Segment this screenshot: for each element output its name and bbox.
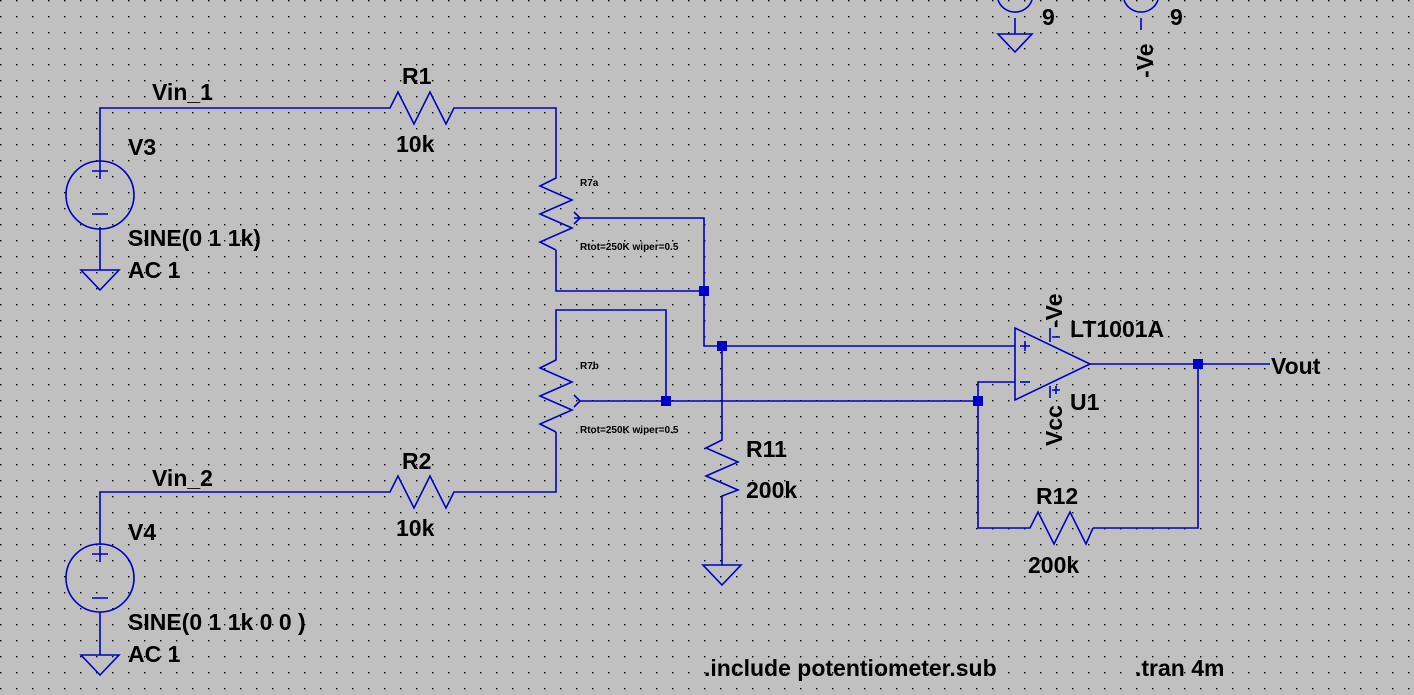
opamp-name: U1	[1070, 389, 1100, 415]
v3-value: SINE(0 1 1k)	[128, 225, 261, 251]
resistor-r11[interactable]: R11 200k	[704, 432, 797, 503]
r12-name: R12	[1036, 483, 1078, 509]
resistor-r1[interactable]: R1 10k	[382, 63, 462, 157]
junctions	[661, 286, 1203, 406]
r11-name: R11	[746, 436, 787, 462]
supply-vcc-fragment[interactable]: 9	[996, 0, 1055, 54]
v3-ac: AC 1	[128, 257, 181, 283]
ground-v3	[79, 269, 121, 292]
supply-ve-value: 9	[1170, 4, 1183, 30]
r7a-params: Rtot=250K wiper=0.5	[580, 242, 679, 253]
wires	[99, 107, 1270, 655]
v4-name: V4	[128, 519, 156, 545]
r12-value: 200k	[1028, 552, 1079, 578]
opamp-vcc-label: Vcc	[1041, 405, 1067, 446]
r7b-params: Rtot=250K wiper=0.5	[580, 425, 679, 436]
net-label-vout: Vout	[1271, 353, 1321, 379]
opamp-model: LT1001A	[1070, 316, 1164, 342]
net-label-vin2: Vin_2	[152, 465, 213, 491]
r7a-name: R7a	[580, 178, 599, 189]
v4-ac: AC 1	[128, 641, 181, 667]
ground-r11	[701, 564, 743, 587]
r1-value: 10k	[396, 131, 435, 157]
ground-v4	[79, 654, 121, 677]
directive-include[interactable]: .include potentiometer.sub	[704, 655, 997, 681]
r1-name: R1	[402, 63, 432, 89]
r2-value: 10k	[396, 515, 435, 541]
v3-name: V3	[128, 134, 156, 160]
voltage-source-v3[interactable]: V3 SINE(0 1 1k) AC 1	[65, 134, 261, 283]
opamp-u1[interactable]: LT1001A U1 -Ve Vcc	[1014, 293, 1164, 446]
potentiometer-r7b[interactable]: R7b Rtot=250K wiper=0.5	[538, 347, 679, 436]
r7b-name: R7b	[580, 361, 599, 372]
supply-vcc-value: 9	[1042, 4, 1055, 30]
r2-name: R2	[402, 448, 431, 474]
directive-tran[interactable]: .tran 4m	[1135, 655, 1224, 681]
net-label-vin1: Vin_1	[152, 79, 213, 105]
opamp-neg-supply-label: -Ve	[1041, 293, 1067, 328]
voltage-source-v4[interactable]: V4 SINE(0 1 1k 0 0 ) AC 1	[65, 519, 306, 667]
resistor-r2[interactable]: R2 10k	[382, 448, 462, 541]
potentiometer-r7a[interactable]: R7a Rtot=250K wiper=0.5	[538, 165, 679, 253]
v4-value: SINE(0 1 1k 0 0 )	[128, 609, 306, 635]
net-label-neg-supply: -Ve	[1132, 43, 1158, 78]
supply-ve-fragment[interactable]: 9 -Ve	[1123, 0, 1183, 78]
resistor-r12[interactable]: R12 200k	[1023, 483, 1094, 578]
r11-value: 200k	[746, 477, 797, 503]
